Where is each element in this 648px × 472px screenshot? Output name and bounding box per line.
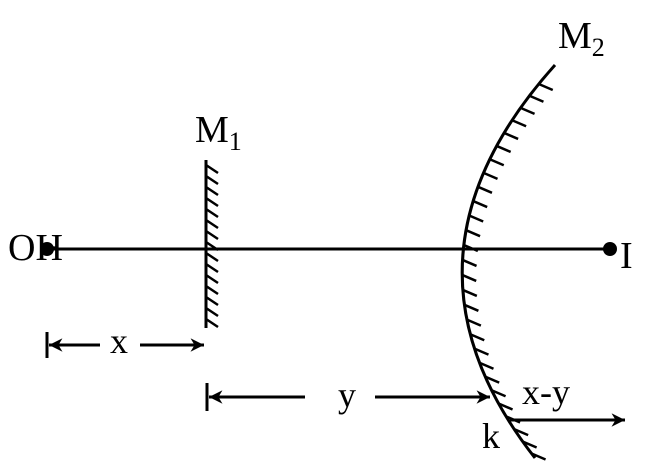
hatch-mark [205,295,219,307]
hatch-mark [511,119,527,128]
hatch-mark [462,288,478,298]
y-label: y [338,375,356,415]
hatch-mark [205,196,219,208]
hatch-mark [472,199,488,209]
hatch-mark [522,440,538,449]
hatch-mark [205,240,219,252]
hatch-mark [531,452,547,461]
hatch-mark [205,185,219,197]
x-label: x [110,321,128,361]
hatch-mark [463,303,479,312]
hatch-mark [205,229,219,241]
image-point [603,242,617,256]
hatch-mark [205,174,219,186]
hatch-mark [491,389,507,398]
hatch-mark [461,273,477,283]
hatch-mark [205,262,219,274]
hatch-mark [205,284,219,296]
object-label: OH [8,227,63,269]
hatch-mark [513,427,529,437]
hatch-mark [520,106,536,115]
x-dimension [45,332,204,358]
hatch-mark [205,251,219,263]
hatch-mark [503,131,519,141]
hatch-mark [205,163,219,175]
hatch-mark [469,333,485,342]
hatch-mark [468,214,484,223]
hatch-mark [483,171,499,181]
mirror2-label: M2 [558,15,605,62]
hatch-mark [498,402,514,411]
x-minus-y-label: x-y [522,372,570,412]
hatch-mark [462,258,478,268]
y-dimension [205,383,490,411]
hatch-mark [205,317,219,329]
hatch-mark [484,375,500,384]
hatch-mark [489,158,505,167]
image-label: I [620,235,633,277]
hatch-mark [473,347,489,356]
mirror1-label: M1 [195,109,242,156]
hatch-mark [465,229,481,238]
hatch-mark [478,361,494,370]
plane-mirror-m1 [204,160,219,329]
curved-mirror-m2 [460,63,557,461]
hatch-mark [466,318,482,327]
k-label: k [482,416,500,456]
hatch-mark [463,243,479,253]
hatch-mark [205,218,219,230]
hatch-mark [528,94,544,103]
object-point [40,242,54,256]
hatch-mark [205,273,219,285]
hatch-mark [496,144,512,154]
hatch-mark [205,306,219,318]
hatch-mark [538,82,554,92]
hatch-mark [205,207,219,219]
hatch-mark [477,185,493,194]
